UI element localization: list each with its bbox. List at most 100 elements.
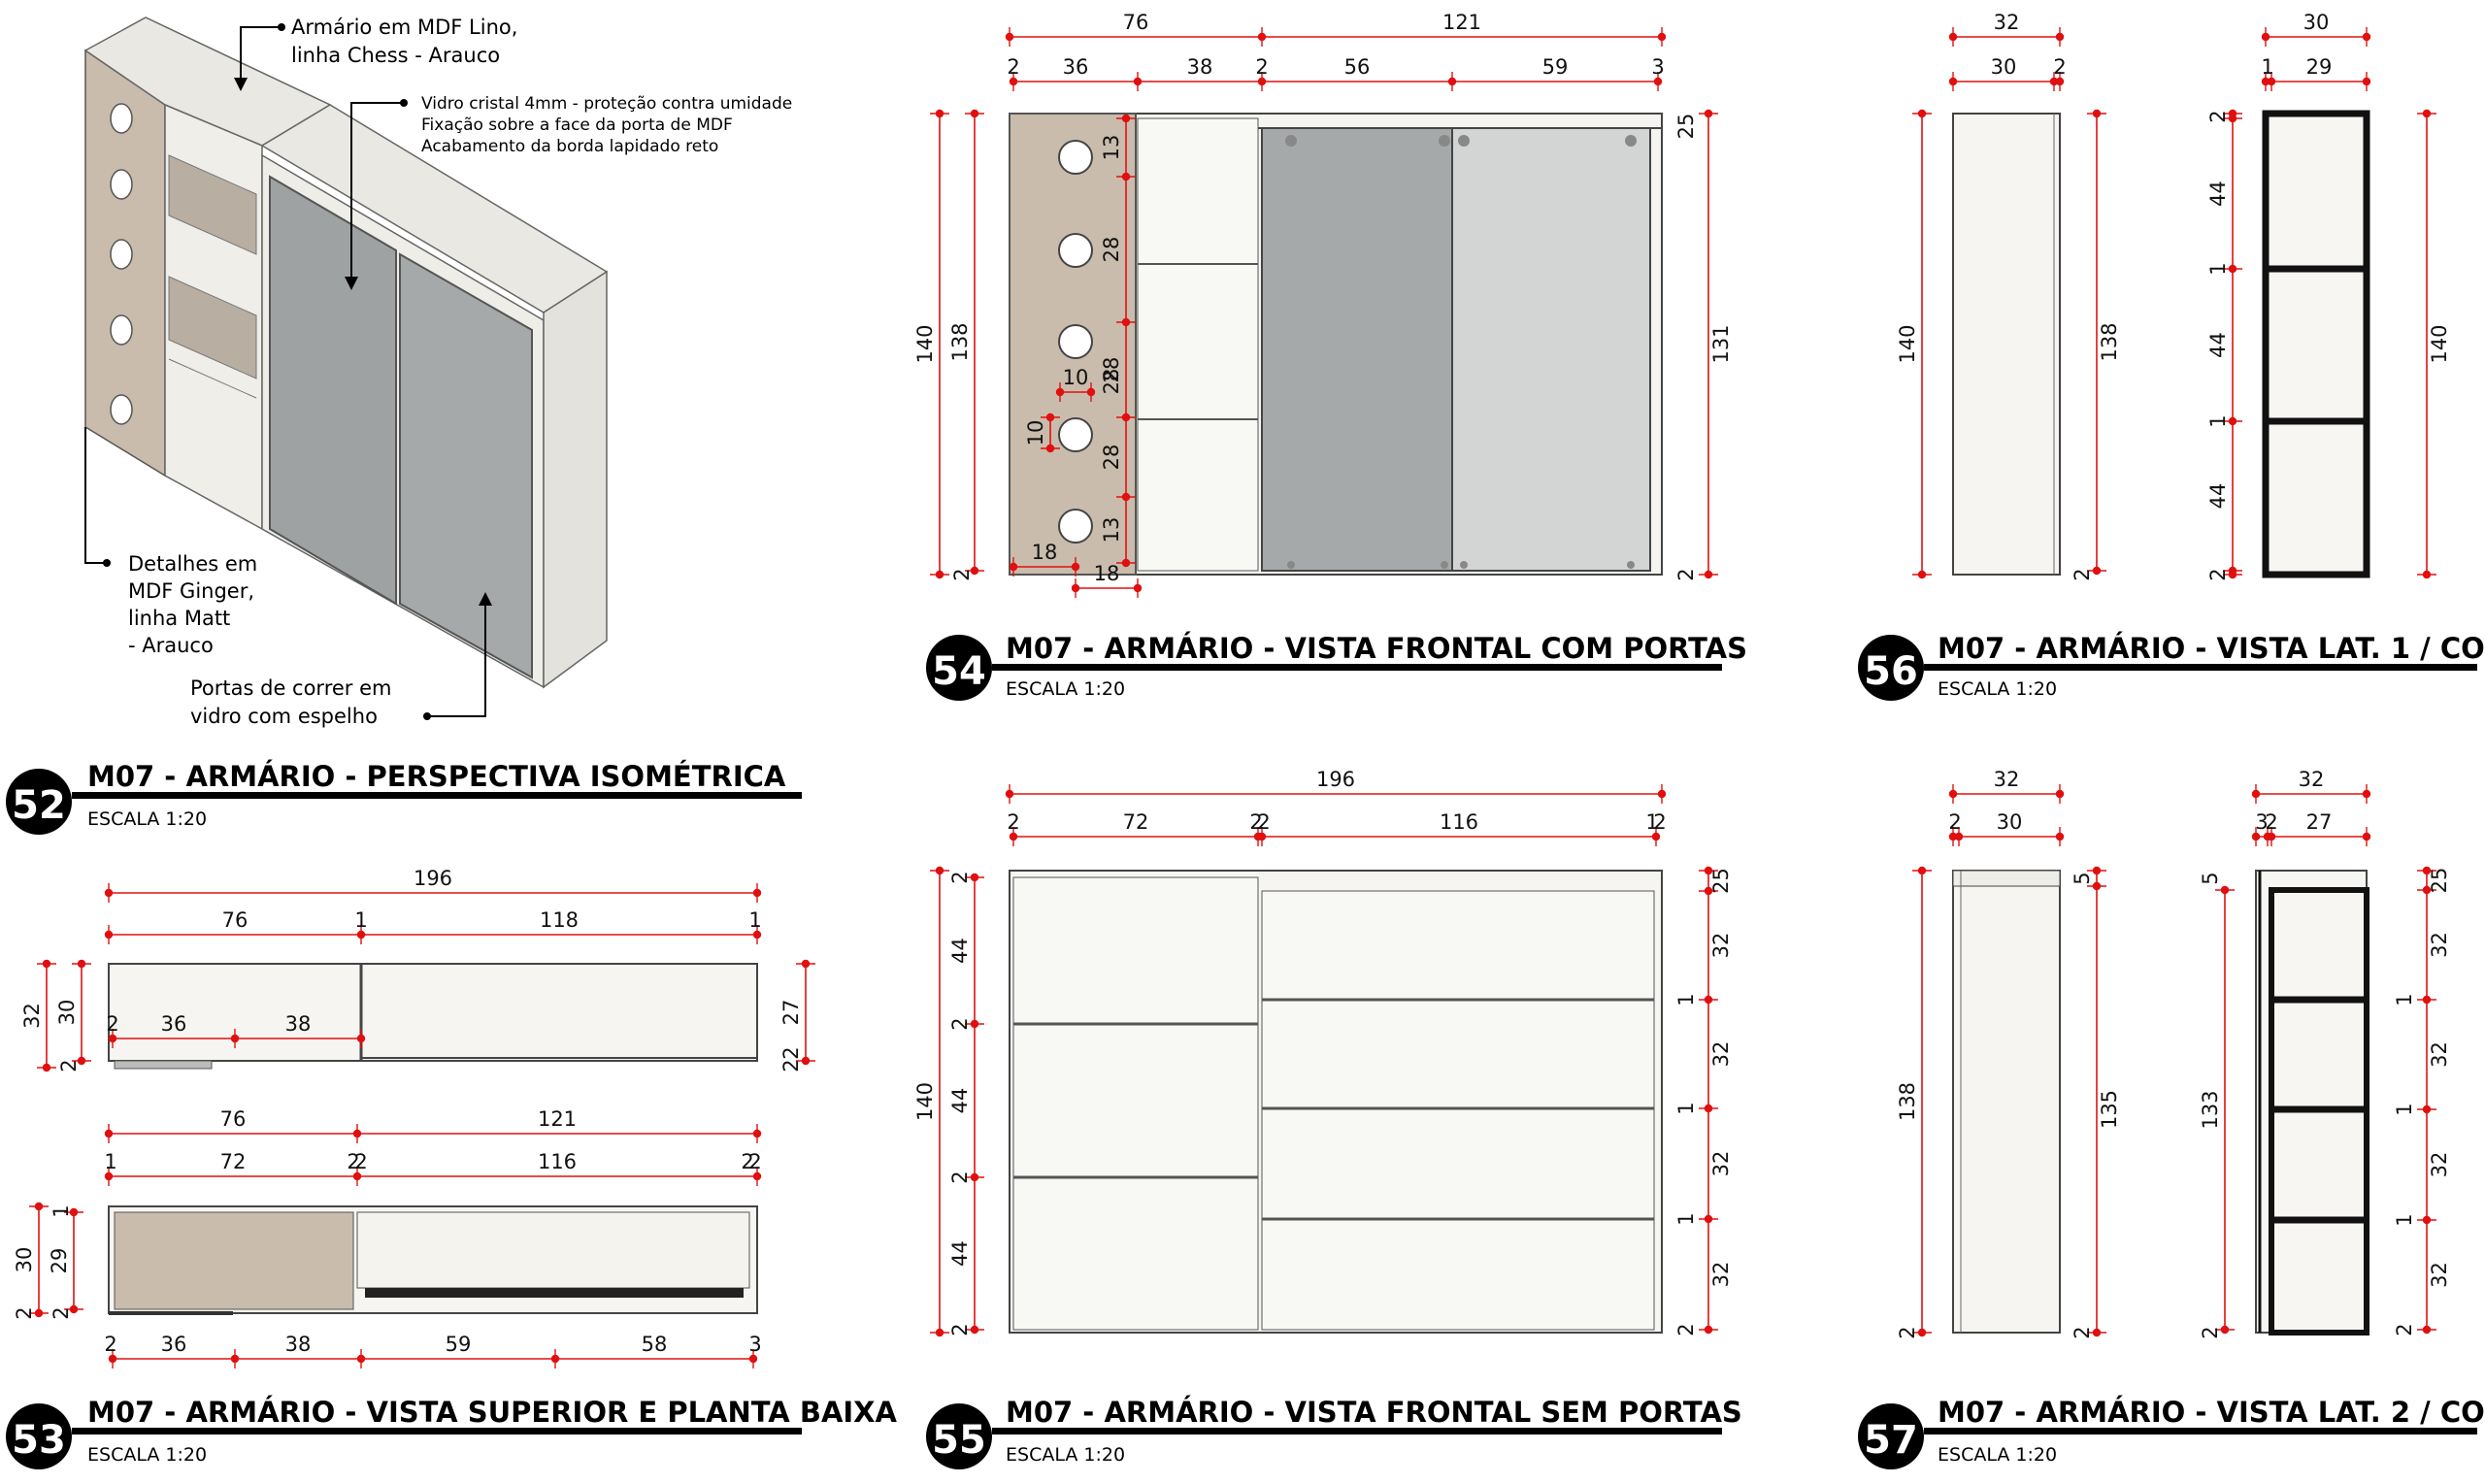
dimension-label: 121 bbox=[538, 1107, 577, 1131]
svg-text:ESCALA 1:20: ESCALA 1:20 bbox=[1006, 1444, 1125, 1466]
dimension-label: 38 bbox=[1187, 55, 1213, 79]
front-holes bbox=[1058, 140, 1093, 544]
dimension-label: 44 bbox=[2206, 332, 2230, 358]
dimension-label: 140 bbox=[2428, 324, 2451, 363]
dimension-label: 3 bbox=[1651, 55, 1664, 79]
dimension-label: 2 bbox=[50, 1306, 73, 1319]
dimension-point bbox=[1948, 77, 1958, 86]
title-block-55: 55 M07 - ARMÁRIO - VISTA FRONTAL SEM POR… bbox=[926, 1396, 1742, 1469]
dimension-label: 2 bbox=[2206, 110, 2230, 122]
dimension-label: 18 bbox=[1032, 541, 1058, 564]
dimension-point bbox=[1045, 412, 1055, 422]
dimension-point bbox=[1704, 1104, 1713, 1113]
dimension-label: 135 bbox=[2098, 1090, 2121, 1129]
isometric-view: Armário em MDF Lino, linha Chess - Arauc… bbox=[83, 16, 792, 728]
dimension-label: 1 bbox=[104, 1150, 116, 1173]
front-view-no-doors bbox=[1009, 870, 1663, 1334]
svg-text:M07 - ARMÁRIO - VISTA FRONTAL: M07 - ARMÁRIO - VISTA FRONTAL COM PORTAS bbox=[1006, 632, 1747, 665]
dimension-point bbox=[970, 566, 979, 576]
dimension-label: 3 bbox=[748, 1333, 761, 1356]
dimension-label: 133 bbox=[2199, 1090, 2222, 1129]
dimension-point bbox=[935, 570, 944, 579]
dimension-label: 131 bbox=[1709, 324, 1733, 363]
dimension-point bbox=[1121, 114, 1131, 123]
dimension-point bbox=[69, 1207, 79, 1217]
dimension-label: 32 bbox=[2299, 768, 2325, 791]
dimension-point bbox=[2228, 114, 2237, 123]
dimension-label: 2 bbox=[948, 1323, 972, 1336]
dimension-label: 32 bbox=[1994, 11, 2020, 34]
dimension-label: 32 bbox=[1709, 1151, 1733, 1177]
title-block-54: 54 M07 - ARMÁRIO - VISTA FRONTAL COM POR… bbox=[926, 632, 1747, 701]
dimension-label: 140 bbox=[1896, 324, 1919, 363]
dimension-label: 1 bbox=[1645, 810, 1658, 834]
dimension-label: 25 bbox=[1709, 868, 1733, 894]
dimension-label: 116 bbox=[538, 1150, 577, 1173]
dimension-label: 36 bbox=[161, 1333, 187, 1356]
dimension-label: 32 bbox=[20, 1003, 44, 1029]
front-view-doors bbox=[1009, 113, 1663, 576]
dimension-label: 32 bbox=[1994, 768, 2020, 791]
dimension-point bbox=[230, 1034, 240, 1043]
dimension-point bbox=[970, 109, 979, 118]
side-view-1 bbox=[1952, 113, 2061, 576]
dimension-point bbox=[1257, 32, 1267, 42]
section-2 bbox=[2255, 870, 2369, 1336]
dimension-point bbox=[935, 1328, 944, 1337]
dimension-label: 29 bbox=[2306, 55, 2333, 79]
note-vidro-3: Acabamento da borda lapidado reto bbox=[421, 137, 718, 156]
dimension-point bbox=[2228, 570, 2237, 579]
dimension-label: 2 bbox=[2199, 1326, 2222, 1338]
dimension-label: 2 bbox=[106, 1012, 118, 1036]
dimension-label: 5 bbox=[2071, 872, 2094, 884]
dimension-point bbox=[970, 1172, 979, 1182]
dimension-label: 13 bbox=[1100, 517, 1123, 544]
dimension-label: 29 bbox=[48, 1248, 71, 1274]
dimension-label: 2 bbox=[948, 1017, 972, 1030]
dimension-point bbox=[1917, 866, 1927, 875]
note-ginger-4: - Arauco bbox=[128, 634, 214, 657]
dimension-point bbox=[1071, 562, 1080, 572]
dimension-point bbox=[2422, 570, 2432, 579]
dimension-label: 44 bbox=[2206, 483, 2230, 510]
dimension-label: 2 bbox=[1674, 568, 1698, 580]
dimension-point bbox=[2228, 416, 2237, 426]
dimension-point bbox=[1257, 832, 1267, 841]
dimension-label: 2 bbox=[779, 1046, 803, 1059]
dimension-label: 2 bbox=[2206, 568, 2230, 580]
dimension-label: 36 bbox=[1063, 55, 1089, 79]
dimension-point bbox=[2092, 1328, 2102, 1337]
dimension-label: 32 bbox=[2428, 932, 2451, 958]
dimension-label: 2 bbox=[2265, 810, 2277, 834]
dimension-label: 2 bbox=[347, 1150, 359, 1173]
side-view-2 bbox=[1952, 870, 2061, 1334]
dimension-label: 38 bbox=[285, 1012, 312, 1036]
dimension-label: 2 bbox=[1007, 810, 1019, 834]
dimension-point bbox=[2220, 885, 2230, 895]
svg-text:52: 52 bbox=[12, 783, 66, 828]
svg-text:ESCALA 1:20: ESCALA 1:20 bbox=[87, 1444, 207, 1466]
dimension-point bbox=[2362, 832, 2371, 841]
dimension-point bbox=[1121, 492, 1131, 502]
dimension-point bbox=[34, 1308, 44, 1318]
dimension-label: 28 bbox=[1100, 445, 1123, 471]
dimension-label: 28 bbox=[1100, 357, 1123, 383]
dimension-label: 58 bbox=[642, 1333, 668, 1356]
dimension-point bbox=[2362, 32, 2371, 42]
dimension-point bbox=[1704, 995, 1713, 1005]
dimension-point bbox=[1071, 583, 1080, 593]
dimension-label: 2 bbox=[950, 568, 974, 580]
dimension-label: 2 bbox=[1948, 810, 1961, 834]
dimension-point bbox=[2055, 789, 2065, 799]
dimension-label: 1 bbox=[50, 1204, 73, 1217]
dimension-point bbox=[2267, 832, 2276, 841]
dimension-point bbox=[1704, 1325, 1713, 1335]
dimension-label: 1 bbox=[1674, 1102, 1698, 1114]
section-1 bbox=[2262, 110, 2370, 578]
dimension-point bbox=[1133, 77, 1143, 86]
svg-text:M07 - ARMÁRIO - VISTA SUPERIOR: M07 - ARMÁRIO - VISTA SUPERIOR E PLANTA … bbox=[87, 1396, 898, 1429]
dimension-label: 196 bbox=[1316, 768, 1355, 791]
dimension-label: 2 bbox=[1007, 55, 1019, 79]
dimension-point bbox=[2220, 1325, 2230, 1335]
